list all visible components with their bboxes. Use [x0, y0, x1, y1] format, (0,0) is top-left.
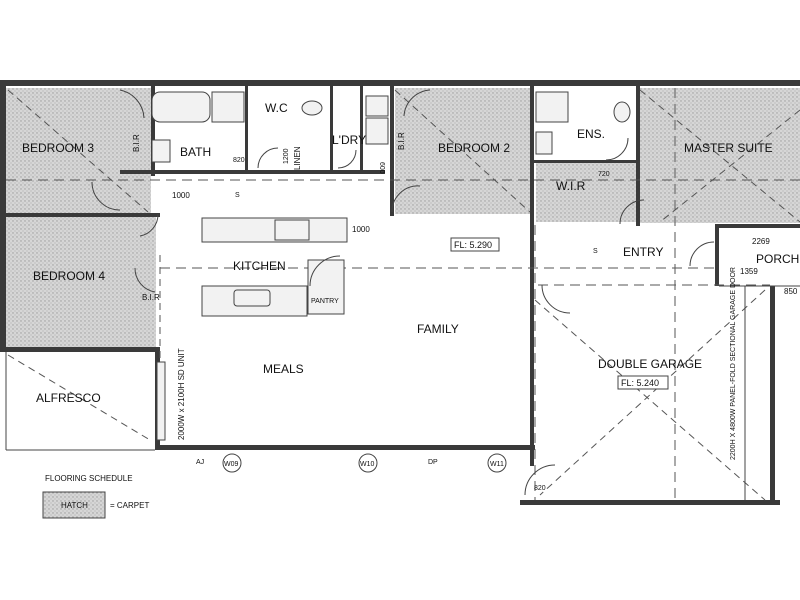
note-garage-door: 2200H X 4800W PANEL-FOLD SECTIONAL GARAG… [730, 267, 737, 460]
carpet-bedroom4 [6, 217, 156, 347]
toilet-ens [613, 101, 631, 123]
label-linen: LINEN [293, 146, 302, 170]
dim-850: 850 [784, 287, 798, 296]
door-swings [91, 89, 715, 496]
walls [0, 80, 800, 505]
marker-dp-1: DP [428, 459, 438, 466]
label-ens: ENS. [577, 127, 605, 141]
schedule-hatch-swatch [42, 491, 106, 519]
window-w10: W10 [360, 461, 375, 468]
dim-2269: 2269 [752, 237, 770, 246]
label-kitchen: KITCHEN [233, 259, 286, 273]
level-garage: FL: 5.240 [621, 378, 659, 388]
porch-outline [719, 285, 800, 500]
label-bir-bed2: B.I.R [397, 132, 406, 150]
label-master-suite: MASTER SUITE [684, 141, 773, 155]
carpet-bedroom2 [395, 88, 532, 214]
label-bedroom4: BEDROOM 4 [33, 269, 105, 283]
schedule-title: FLOORING SCHEDULE [45, 474, 133, 483]
label-double-garage: DOUBLE GARAGE [598, 357, 702, 371]
label-wc: W.C [265, 101, 288, 115]
dim-820b: 820 [534, 485, 546, 492]
dim-720: 720 [598, 171, 610, 178]
window-w11: W11 [490, 461, 504, 468]
dashed-lines [6, 88, 800, 501]
note-sd-unit: 2000W x 2100H SD UNIT [177, 348, 186, 440]
dim-1200: 1200 [283, 148, 290, 164]
shower-bath [211, 91, 245, 123]
ldry-machine [365, 95, 389, 117]
dim-1000b: 1000 [352, 225, 370, 234]
schedule-carpet: = CARPET [110, 501, 149, 510]
shower-ens [535, 91, 569, 123]
label-bir-bed4: B.I.R [142, 293, 160, 302]
w09-circle [222, 453, 242, 473]
bathtub [151, 91, 211, 123]
label-bedroom2: BEDROOM 2 [438, 141, 510, 155]
dim-1000a: 1000 [172, 191, 190, 200]
label-pantry: PANTRY [311, 298, 339, 305]
label-alfresco: ALFRESCO [36, 391, 101, 405]
schedule-hatch-label: HATCH [61, 501, 88, 510]
pantry-box [307, 259, 345, 315]
label-entry: ENTRY [623, 245, 663, 259]
fixtures [151, 91, 631, 441]
label-bir-bed3: B.I.R [132, 134, 141, 152]
window-tags: W09 W10 W11 AJ DP S S [196, 192, 598, 473]
marker-aj-1: AJ [196, 459, 204, 466]
label-meals: MEALS [263, 362, 304, 376]
cooktop [274, 219, 310, 241]
carpet-master [640, 88, 800, 223]
alfresco-outline [5, 352, 155, 451]
label-bedroom3: BEDROOM 3 [22, 141, 94, 155]
marker-s-1: S [235, 192, 240, 199]
level-main: FL: 5.290 [454, 240, 492, 250]
dimensions: 1000 1000 720 820 1200 600 2269 1359 850… [172, 148, 798, 492]
flooring-schedule: FLOORING SCHEDULE HATCH = CARPET [45, 474, 149, 510]
label-ldry: L'DRY [332, 133, 366, 147]
label-wir: W.I.R [556, 179, 586, 193]
w11-circle [487, 453, 507, 473]
level-main-box [450, 237, 500, 252]
vanity-bath [151, 139, 171, 163]
sliding-door [156, 361, 166, 441]
toilet-wc [301, 100, 323, 116]
notes: 2000W x 2100H SD UNIT 2200H X 4800W PANE… [177, 267, 737, 460]
window-w09: W09 [224, 461, 239, 468]
carpet-areas [6, 88, 800, 347]
sink [233, 289, 271, 307]
label-porch: PORCH [756, 252, 799, 266]
dim-600: 600 [378, 162, 385, 174]
level-garage-box [617, 375, 669, 390]
dim-820: 820 [233, 157, 245, 164]
room-labels: BEDROOM 3 BATH W.C LINEN L'DRY BEDROOM 2… [22, 101, 799, 405]
carpet-wir [536, 160, 636, 222]
floor-levels: FL: 5.290 FL: 5.240 [450, 237, 669, 390]
label-family: FAMILY [417, 322, 459, 336]
marker-s-2: S [593, 248, 598, 255]
label-bath: BATH [180, 145, 211, 159]
ldry-tub [365, 117, 389, 145]
dim-1359: 1359 [740, 267, 758, 276]
w10-circle [358, 453, 378, 473]
vanity-ens [535, 131, 553, 155]
